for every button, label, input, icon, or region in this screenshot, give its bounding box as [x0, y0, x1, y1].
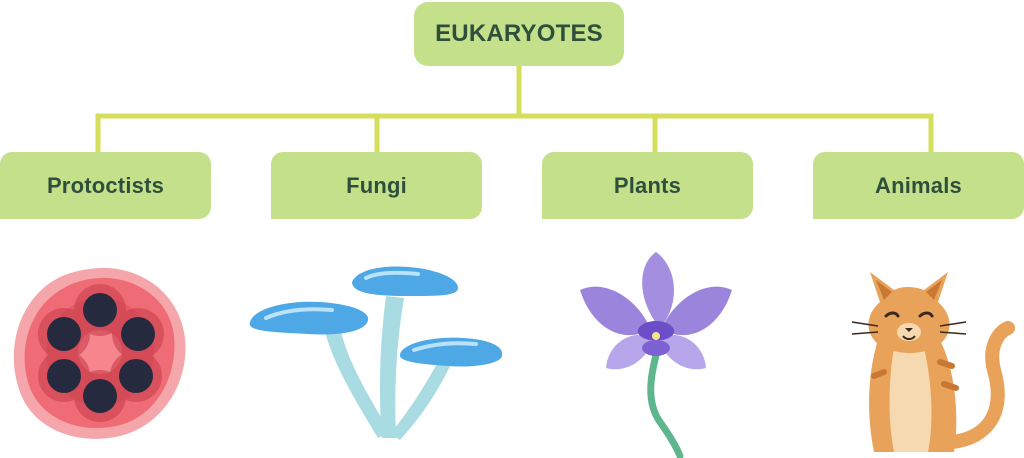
- mushroom-icon: [249, 266, 503, 440]
- protoctist-cell-icon: [13, 267, 186, 439]
- category-node-protoctists: Protoctists: [0, 152, 211, 219]
- root-node-eukaryotes: EUKARYOTES: [414, 2, 624, 66]
- category-node-animals: Animals: [813, 152, 1024, 219]
- category-node-plants: Plants: [542, 152, 753, 219]
- orchid-flower-icon: [580, 252, 732, 458]
- cat-icon: [851, 272, 1015, 452]
- category-node-fungi: Fungi: [271, 152, 482, 219]
